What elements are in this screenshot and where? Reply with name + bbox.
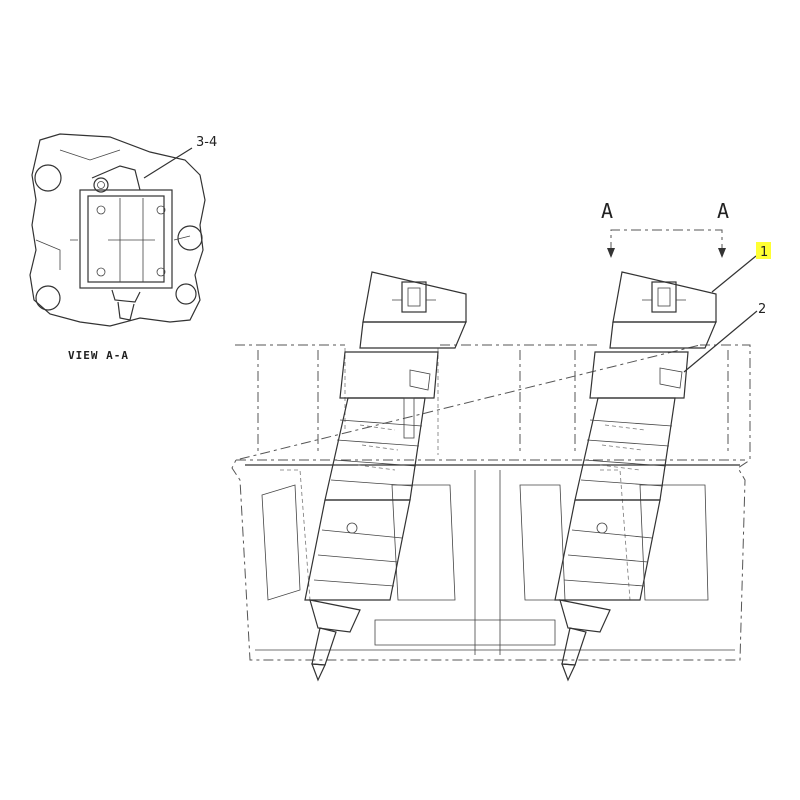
view-aa-caption: VIEW A-A: [68, 349, 129, 362]
section-line-aa: [607, 229, 726, 258]
callout-2[interactable]: 2: [758, 302, 766, 317]
section-mark-left: A: [601, 199, 613, 223]
callout-3-4: 3-4: [196, 135, 217, 150]
callout-1-highlight: [756, 242, 771, 259]
injector-right: [554, 271, 717, 682]
leader-1: [711, 255, 757, 293]
leader-2: [683, 310, 758, 373]
cylinder-head-outline: [231, 344, 751, 661]
section-mark-right: A: [717, 199, 729, 223]
injector-left: [304, 271, 467, 682]
callout-1[interactable]: 1: [760, 245, 768, 260]
view-aa-inset: [29, 133, 206, 327]
